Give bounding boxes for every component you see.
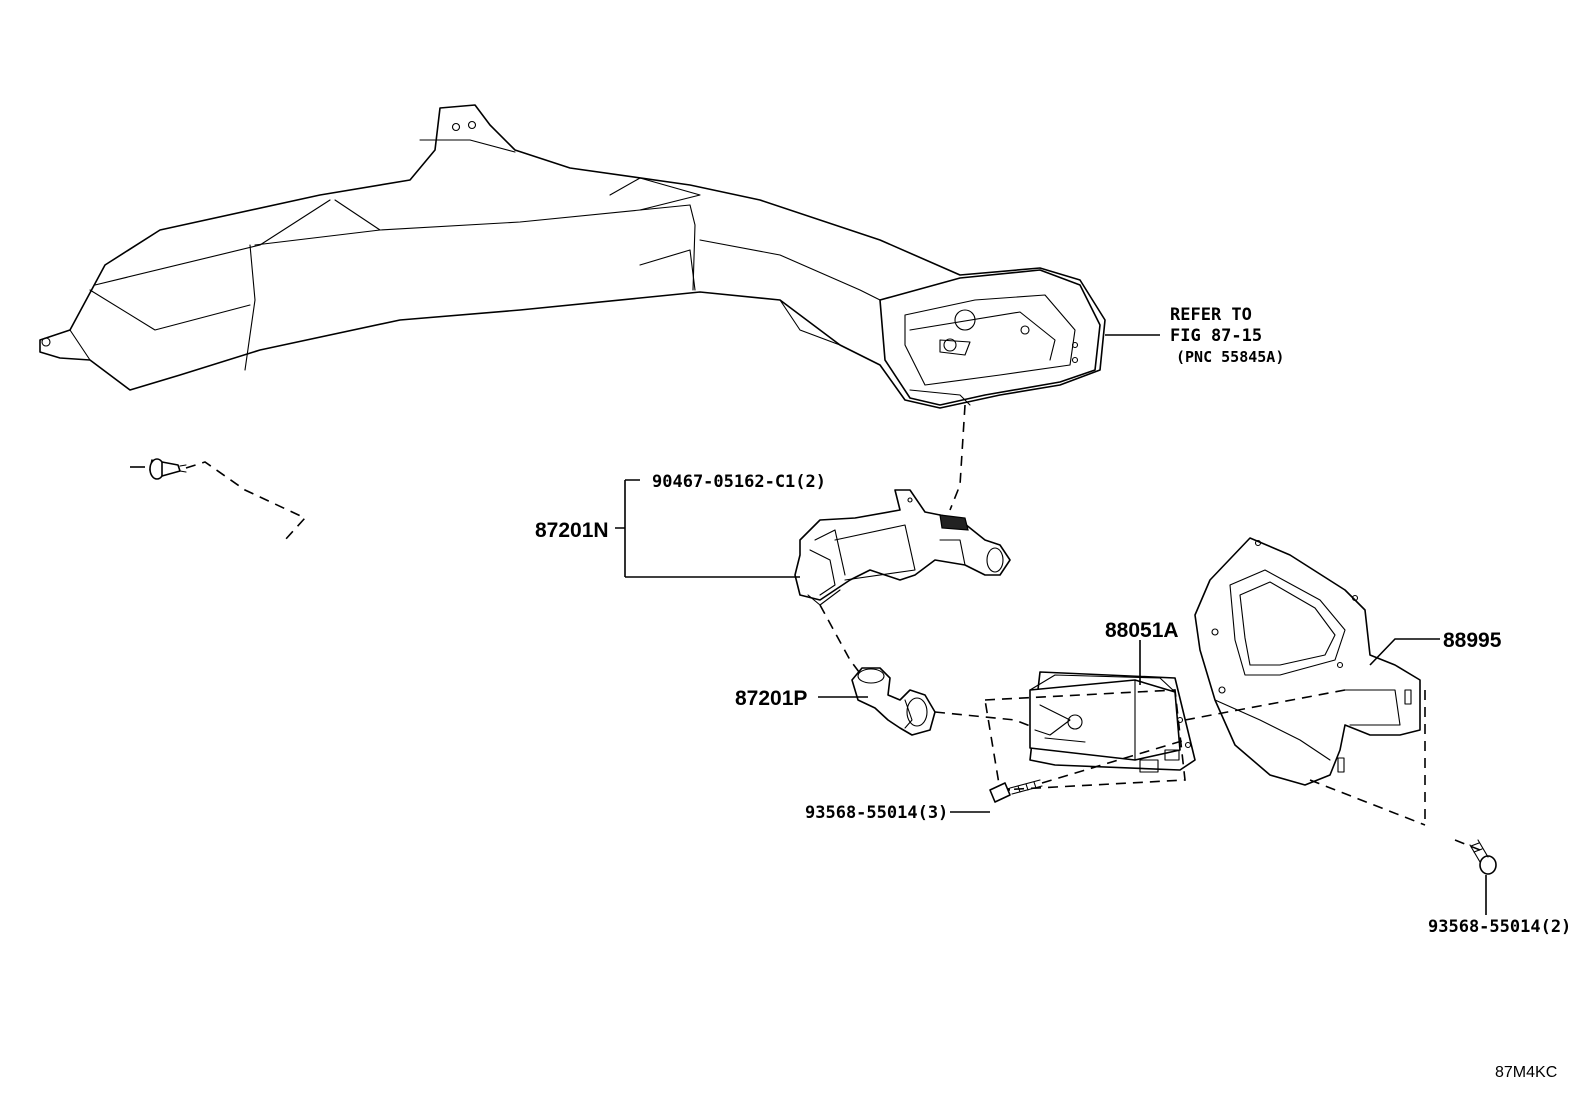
clip-illustration	[149, 458, 187, 480]
module-outline-dashed	[984, 689, 1186, 791]
bracket-illustration	[1194, 537, 1421, 786]
air-duct-illustration	[39, 104, 1106, 409]
leader-duct-sub	[615, 479, 800, 578]
leader-bracket	[1369, 638, 1440, 666]
assembly-dashed-line	[819, 604, 866, 681]
assembly-dashed-line	[1454, 839, 1481, 851]
assembly-dashed-line	[934, 711, 1041, 731]
part-label-duct-sub: 87201N	[535, 519, 609, 542]
part-label-bracket: 88995	[1443, 629, 1502, 652]
refer-line-1: REFER TO	[1170, 305, 1252, 325]
screw-b-illustration	[1469, 839, 1497, 875]
assembly-dashed-line	[185, 461, 307, 541]
refer-line-2: FIG 87-15	[1170, 326, 1262, 346]
part-label-screw-a: 93568-55014(3)	[805, 803, 948, 823]
assembly-dashed-line	[1309, 779, 1426, 826]
sensor-duct-illustration	[794, 489, 1011, 606]
part-label-screw-b: 93568-55014(2)	[1428, 917, 1571, 937]
screw-a-illustration	[989, 779, 1043, 803]
diagram-code: 87M4KC	[1495, 1064, 1557, 1081]
hose-illustration	[851, 667, 936, 736]
assembly-dashed-line	[1041, 739, 1186, 784]
part-label-clip: 90467-05162-C1(2)	[652, 472, 826, 492]
control-module-illustration	[1029, 671, 1196, 773]
assembly-dashed-line	[949, 404, 966, 511]
part-label-module: 88051A	[1105, 619, 1179, 642]
part-label-hose: 87201P	[735, 687, 807, 710]
refer-line-3: (PNC 55845A)	[1176, 348, 1284, 366]
